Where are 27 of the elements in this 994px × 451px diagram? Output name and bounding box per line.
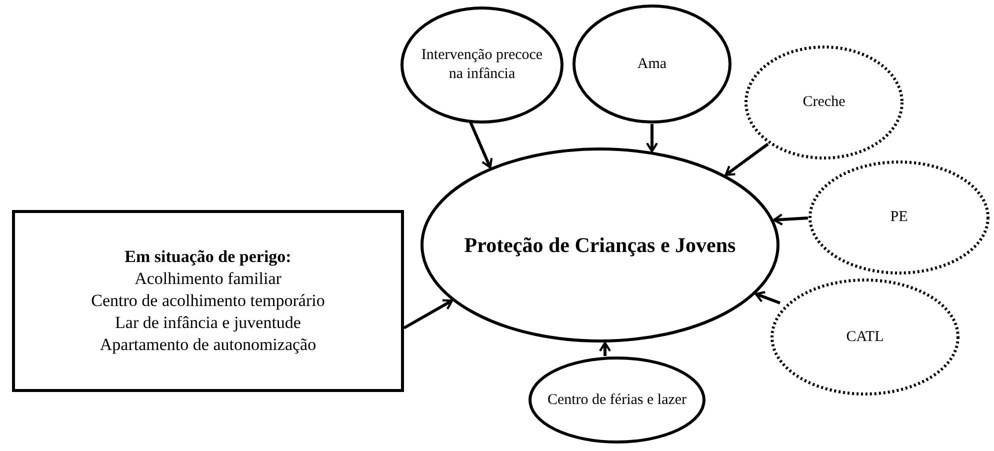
node-label: Creche — [802, 93, 846, 112]
ellipse-node — [572, 4, 732, 124]
node-label: Centro de férias e lazer — [547, 390, 687, 410]
node-label: Intervenção precoce na infância — [420, 46, 544, 84]
dotted-ellipse-node — [770, 278, 960, 396]
arrow — [646, 124, 658, 152]
node-label: Ama — [637, 54, 667, 74]
ellipse-node — [400, 6, 564, 124]
node-label: Proteção de Crianças e Jovens — [464, 232, 736, 258]
node-label: PE — [890, 208, 908, 227]
node-label: Apartamento de autonomização — [100, 334, 316, 356]
arrow — [724, 142, 769, 176]
arrow — [772, 213, 808, 226]
arrow — [754, 291, 781, 304]
dotted-ellipse-node — [808, 160, 990, 275]
node-label: Acolhimento familiar — [134, 268, 282, 290]
node-label: Lar de infância e juventude — [115, 312, 301, 334]
arrow — [468, 120, 493, 168]
ellipse-node — [420, 147, 780, 343]
arrow — [403, 299, 453, 330]
node-label: CATL — [846, 328, 884, 346]
text-box — [12, 210, 404, 392]
node-label: Centro de acolhimento temporário — [91, 290, 325, 312]
arrow — [598, 342, 612, 356]
dotted-ellipse-node — [744, 45, 904, 160]
box-heading: Em situação de perigo: — [124, 246, 292, 268]
ellipse-node — [528, 356, 706, 444]
